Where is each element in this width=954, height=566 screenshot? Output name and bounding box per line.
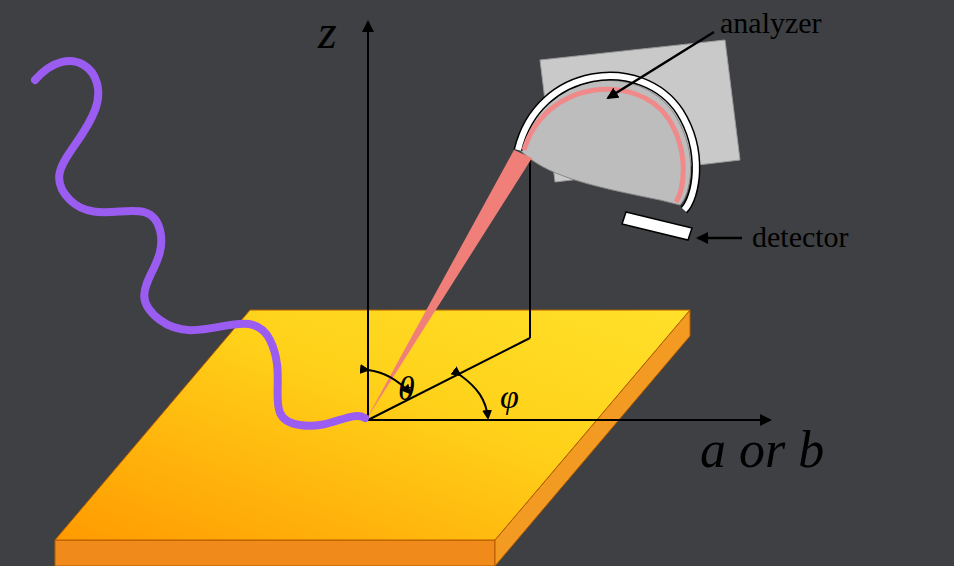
sample-front	[55, 540, 495, 566]
hemisphere-white	[518, 76, 696, 210]
sample-top	[55, 310, 690, 540]
z-axis	[367, 22, 369, 420]
detector-leader	[698, 237, 742, 240]
a-axis	[368, 419, 770, 421]
photoelectron-beam	[366, 150, 532, 420]
hemisphere-outer	[518, 76, 696, 210]
photon-wave	[35, 61, 365, 426]
axis-label: a or b	[700, 424, 824, 476]
part-label: analyzer	[720, 8, 822, 38]
detector-plate	[622, 212, 692, 240]
analyzer-leader	[608, 32, 714, 98]
projection-line	[368, 338, 530, 420]
angle-label: θ	[398, 372, 415, 406]
angle-label: φ	[500, 380, 519, 414]
phi-arc	[460, 375, 488, 418]
hemisphere-pink	[524, 89, 683, 202]
vertical-drop	[529, 160, 531, 338]
part-label: detector	[752, 222, 849, 252]
axis-label: z	[318, 8, 337, 56]
